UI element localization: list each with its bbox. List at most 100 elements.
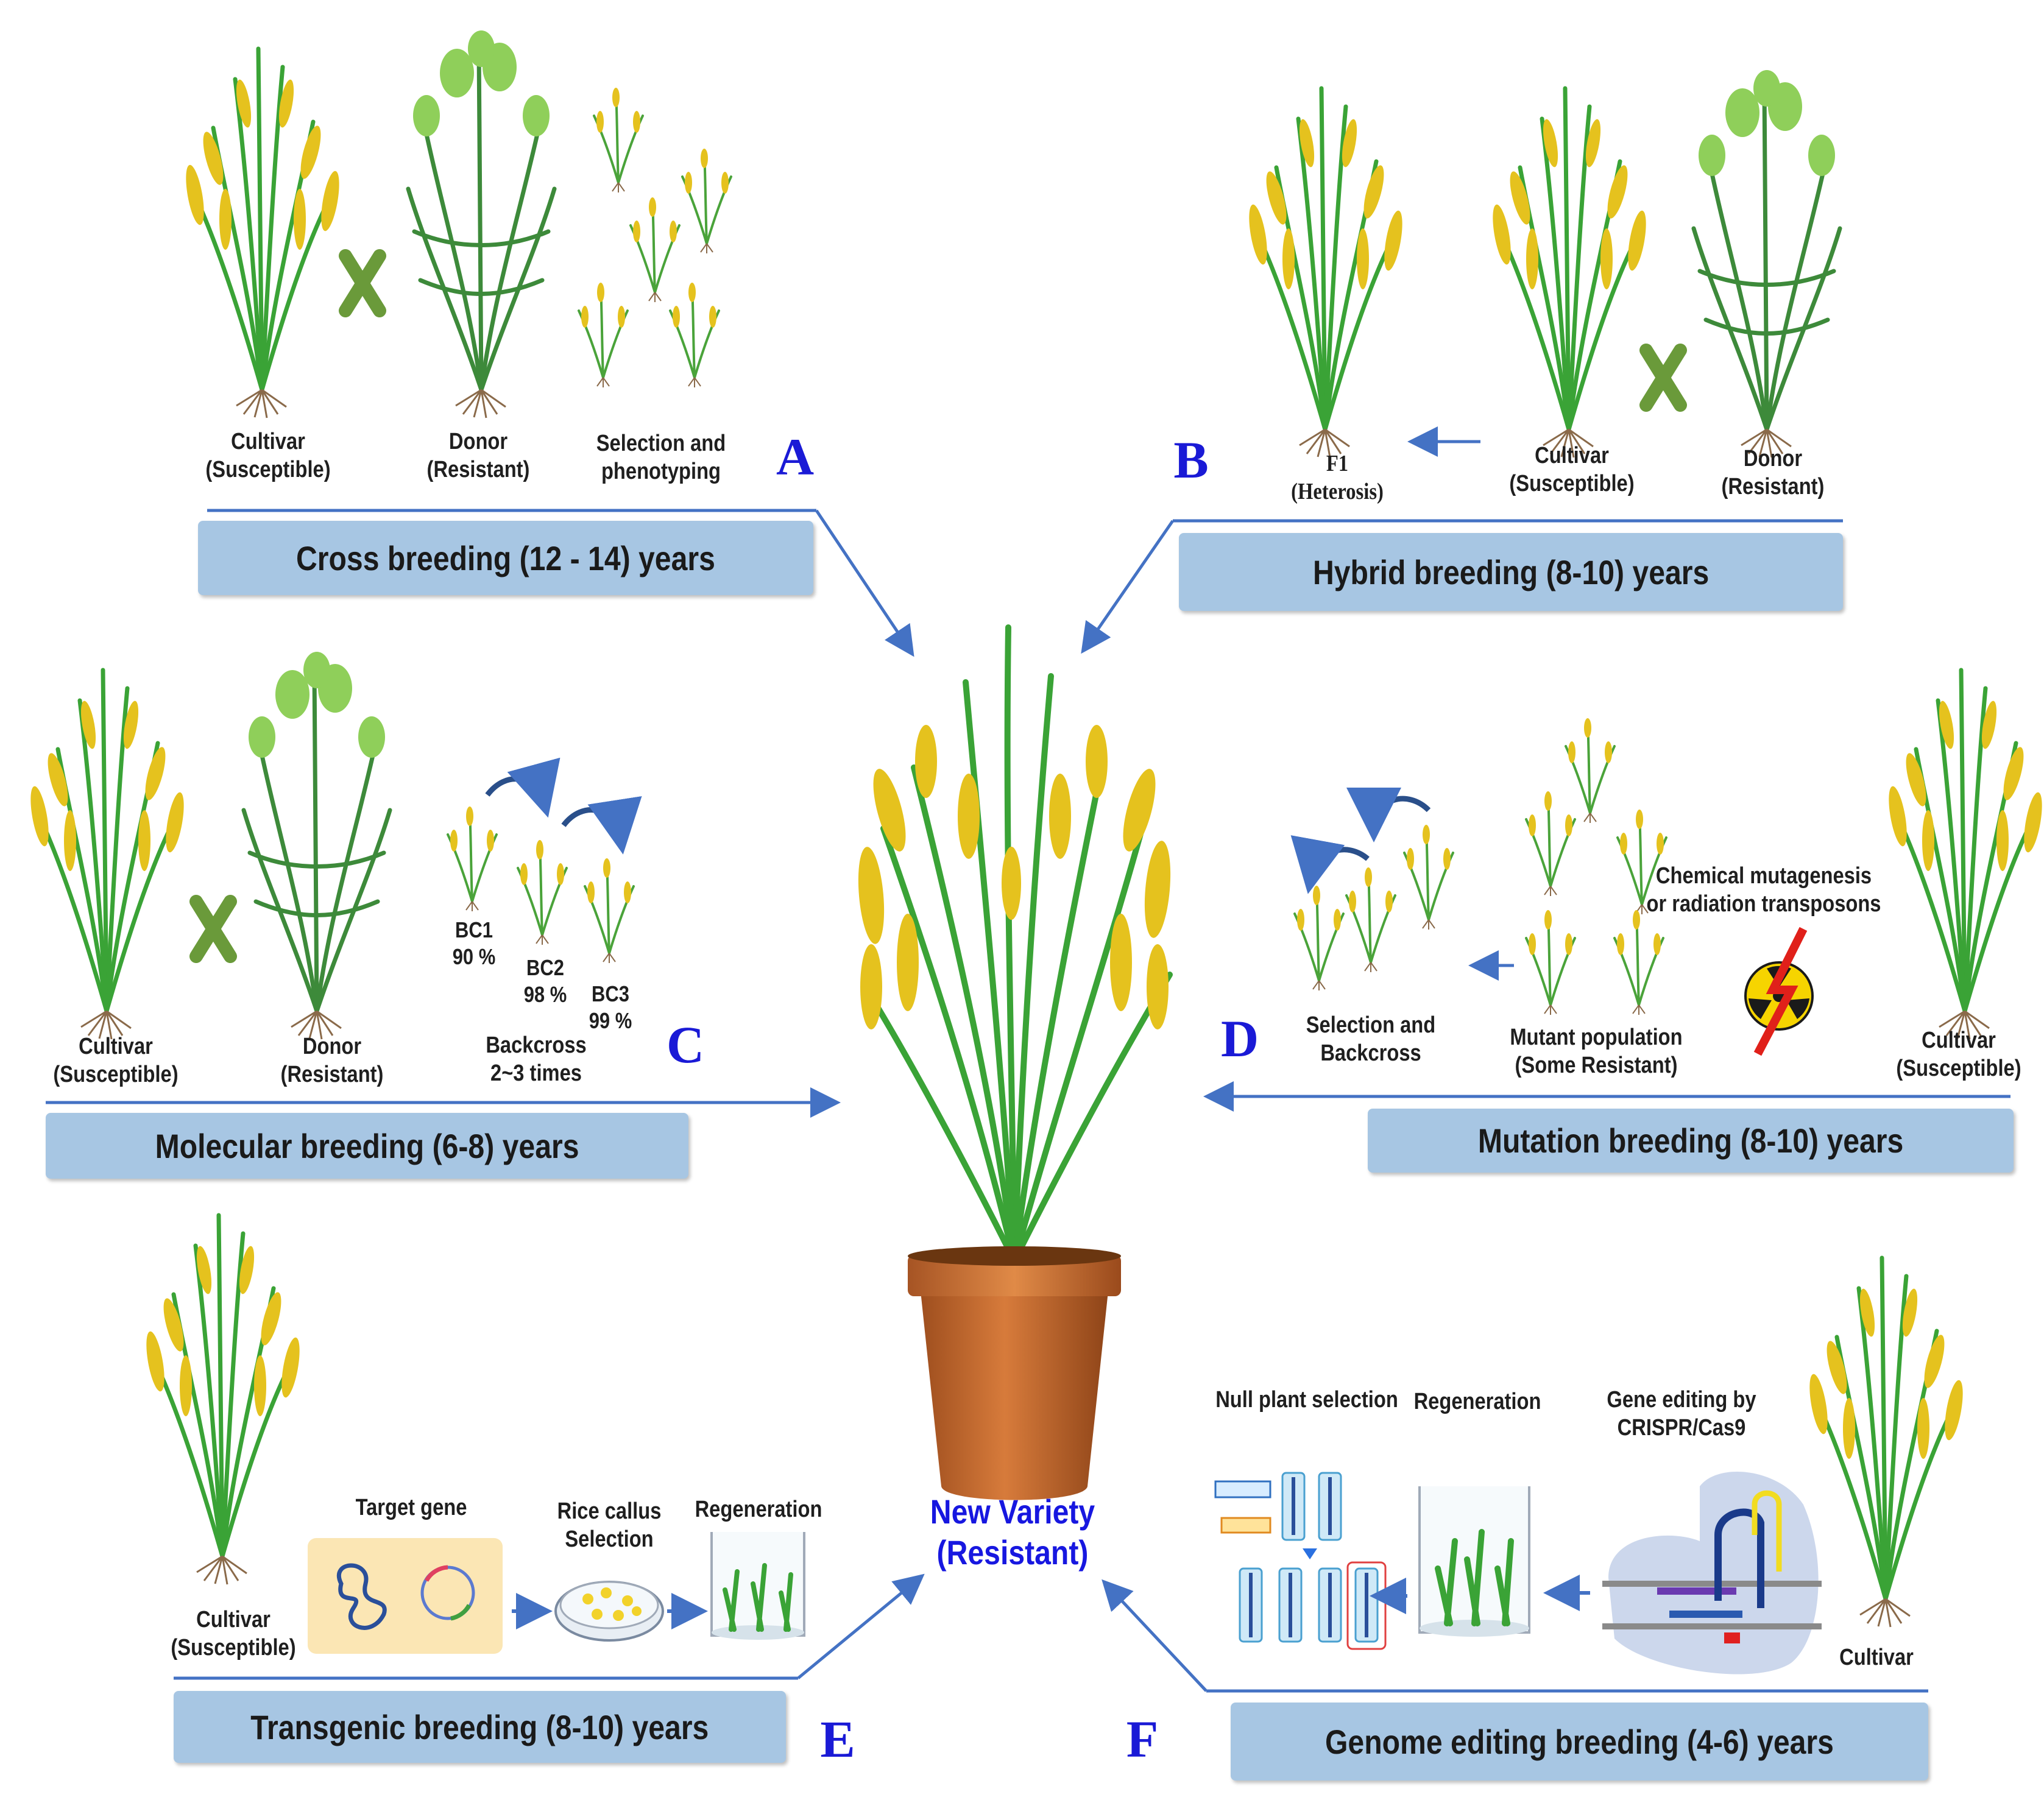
flower-pot	[908, 1246, 1121, 1500]
rice-callus-label-line2: Selection	[565, 1526, 654, 1553]
molecular-breeding-banner-text: Molecular breeding (6-8) years	[155, 1126, 579, 1165]
rice-callus-label: Rice callus Selection	[557, 1497, 662, 1554]
genome-editing-breeding-banner: Genome editing breeding (4-6) years	[1231, 1703, 1928, 1780]
bc1-label-line1: BC1	[455, 917, 493, 942]
selection-seedling-d2	[1345, 866, 1396, 973]
panel-letter-e: E	[820, 1710, 855, 1768]
panel-letter-a: A	[776, 428, 815, 486]
target-gene-label: Target gene	[355, 1495, 467, 1520]
cultivar-label-f: Cultivar	[1839, 1645, 1914, 1670]
f1-label-b-line2: (Heterosis)	[1291, 479, 1384, 505]
bc1-seedling	[447, 805, 498, 912]
donor-label-c: Donor (Resistant)	[281, 1032, 384, 1089]
hybrid-breeding-banner-text: Hybrid breeding (8-10) years	[1312, 552, 1710, 591]
new-variety-label-line2: (Resistant)	[936, 1533, 1089, 1572]
genome-editing-breeding-banner-text: Genome editing breeding (4-6) years	[1325, 1722, 1834, 1761]
cultivar-label-d: Cultivar (Susceptible)	[1896, 1026, 2021, 1083]
gene-editing-label: Gene editing by CRISPR/Cas9	[1607, 1386, 1756, 1442]
backcross-label-c-line2: 2~3 times	[490, 1061, 582, 1087]
callus-dish	[554, 1581, 664, 1642]
backcross-label-c-line1: Backcross	[486, 1032, 587, 1058]
donor-plant-c	[244, 652, 390, 1039]
hybrid-breeding-banner: Hybrid breeding (8-10) years	[1179, 533, 1843, 611]
cultivar-label-c: Cultivar (Susceptible)	[53, 1032, 178, 1089]
regeneration-label-e: Regeneration	[695, 1497, 822, 1522]
mutant-seedling-1	[1525, 790, 1576, 897]
backcross-arrow-1	[485, 757, 561, 818]
donor-label-b-line1: Donor	[1743, 446, 1803, 471]
cultivar-label-e: Cultivar (Susceptible)	[171, 1606, 295, 1662]
bc3-label: BC3 99 %	[589, 981, 632, 1034]
bc1-label-line2: 90 %	[452, 944, 496, 969]
selection-label-a-line1: Selection and	[596, 431, 726, 456]
cross-mark-c	[196, 902, 230, 956]
donor-label-a: Donor (Resistant)	[427, 428, 530, 484]
cross-mark-b	[1646, 350, 1680, 405]
gene-editing-label-line1: Gene editing by	[1607, 1387, 1756, 1413]
selection-arrow-2	[1346, 787, 1431, 842]
bc3-label-line2: 99 %	[589, 1008, 632, 1033]
target-gene-box	[308, 1538, 503, 1654]
f1-label-b-line1: F1	[1326, 451, 1349, 476]
backcross-label-c: Backcross 2~3 times	[486, 1031, 586, 1088]
cultivar-label-b: Cultivar (Susceptible)	[1509, 442, 1634, 498]
cross-breeding-banner-text: Cross breeding (12 - 14) years	[296, 538, 715, 577]
selection-seedling-d1	[1293, 884, 1345, 992]
cultivar-plant-e	[143, 1215, 303, 1584]
donor-label-a-line1: Donor	[448, 429, 508, 454]
cultivar-plant-a	[182, 49, 342, 418]
new-variety-plant	[858, 624, 1173, 1264]
panel-letter-d: D	[1220, 1009, 1259, 1068]
null-plant-selection-label: Null plant selection	[1215, 1387, 1398, 1413]
selection-seedling-d3	[1403, 824, 1454, 931]
cultivar-plant-c	[27, 670, 187, 1039]
crispr-cas9-diagram	[1602, 1472, 1822, 1675]
mutant-population-label-line2: (Some Resistant)	[1515, 1053, 1678, 1079]
f1-label-b: F1 (Heterosis)	[1291, 450, 1384, 506]
mutant-population-label: Mutant population (Some Resistant)	[1510, 1023, 1682, 1080]
bc2-label-line1: BC2	[526, 955, 564, 980]
mutation-breeding-banner-text: Mutation breeding (8-10) years	[1477, 1121, 1904, 1160]
selection-label-d-line2: Backcross	[1320, 1040, 1421, 1067]
donor-plant-a	[408, 30, 554, 418]
selection-seedling-a3	[629, 196, 681, 303]
donor-plant-b	[1694, 70, 1840, 457]
cultivar-label-c-line1: Cultivar	[79, 1034, 153, 1059]
molecular-breeding-banner: Molecular breeding (6-8) years	[46, 1113, 688, 1179]
regeneration-dish-e	[710, 1532, 805, 1640]
mutant-seedling-4	[1613, 909, 1664, 1016]
cultivar-label-b-line1: Cultivar	[1535, 443, 1609, 468]
cultivar-label-a: Cultivar (Susceptible)	[205, 428, 330, 484]
gene-editing-label-line2: CRISPR/Cas9	[1617, 1415, 1746, 1441]
new-variety-label: New Variety (Resistant)	[930, 1491, 1095, 1573]
backcross-arrow-2	[561, 796, 642, 855]
radiation-icon	[1744, 926, 1814, 1056]
donor-label-c-line1: Donor	[302, 1034, 362, 1059]
null-plant-diagram	[1214, 1472, 1387, 1650]
chemical-mutagenesis-label-line1: Chemical mutagenesis	[1655, 863, 1872, 889]
cultivar-label-b-line2: (Susceptible)	[1509, 471, 1635, 497]
cultivar-label-c-line2: (Susceptible)	[53, 1062, 179, 1088]
panel-letter-b: B	[1173, 431, 1209, 489]
mutant-seedling-2	[1565, 717, 1616, 824]
mutant-seedling-5	[1525, 909, 1576, 1016]
cultivar-plant-f	[1806, 1258, 1967, 1627]
regeneration-label-f: Regeneration	[1413, 1389, 1541, 1414]
rice-callus-label-line1: Rice callus	[557, 1498, 662, 1524]
cultivar-label-a-line2: (Susceptible)	[205, 457, 331, 483]
bc2-label-line2: 98 %	[523, 981, 567, 1007]
panel-letter-c: C	[666, 1015, 705, 1074]
panel-letter-f: F	[1126, 1710, 1159, 1768]
donor-label-c-line2: (Resistant)	[280, 1062, 384, 1088]
bc3-seedling	[584, 857, 635, 964]
regeneration-dish-f	[1418, 1486, 1530, 1637]
cultivar-label-d-line2: (Susceptible)	[1896, 1056, 2021, 1082]
chemical-mutagenesis-label: Chemical mutagenesis or radiation transp…	[1647, 862, 1881, 919]
bc2-seedling	[517, 839, 568, 946]
selection-arrow-1	[1290, 835, 1370, 894]
cultivar-label-d-line1: Cultivar	[1922, 1028, 1996, 1053]
new-variety-label-line1: New Variety	[930, 1492, 1095, 1531]
cultivar-label-e-line2: (Susceptible)	[171, 1635, 296, 1661]
selection-label-d: Selection and Backcross	[1306, 1011, 1435, 1068]
